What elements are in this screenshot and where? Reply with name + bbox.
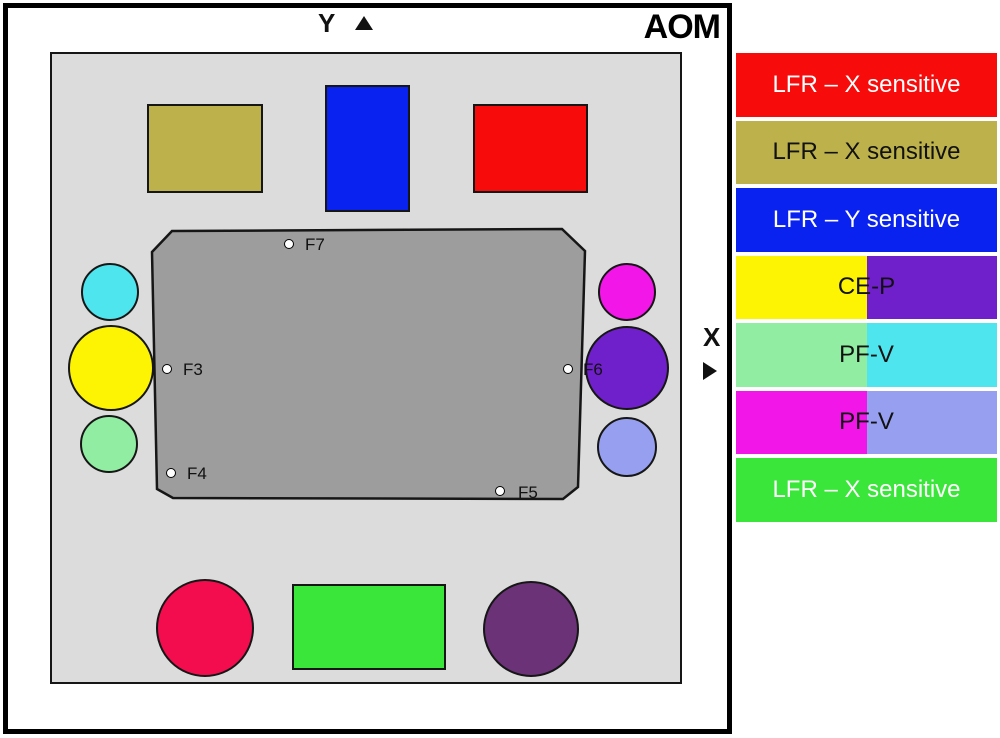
x-axis-label: X [703, 322, 721, 352]
fiducial-label-f6: F6 [583, 360, 603, 379]
legend-item-label: PF-V [839, 340, 894, 368]
legend: LFR – X sensitive LFR – X sensitive LFR … [736, 53, 997, 522]
center-plate [150, 227, 587, 501]
legend-item-lfr-y-blue: LFR – Y sensitive [736, 188, 997, 252]
legend-swatch-left [736, 255, 867, 319]
legend-swatch [736, 458, 997, 522]
legend-item-lfr-x-olive: LFR – X sensitive [736, 120, 997, 184]
legend-item-pf-v-bottom: PF-V [736, 390, 997, 454]
x-axis-right-arrow-icon [703, 362, 717, 380]
legend-swatch-left [736, 323, 867, 387]
y-axis-label: Y [318, 8, 336, 38]
legend-item-lfr-x-red: LFR – X sensitive [736, 53, 997, 117]
legend-item-pf-v-top: PF-V [736, 323, 997, 387]
module-bottom-center-rect [292, 584, 446, 670]
legend-item-lfr-x-green: LFR – X sensitive [736, 458, 997, 522]
fiducial-dot-f4 [166, 468, 176, 478]
fiducial-label-f3: F3 [183, 360, 203, 379]
legend-swatch [736, 188, 997, 252]
fiducial-dot-f7 [284, 239, 294, 249]
legend-item-label: LFR – X sensitive [772, 70, 961, 98]
x-axis-indicator: X [703, 324, 720, 380]
legend-swatch [736, 53, 997, 117]
legend-item-label: LFR – Y sensitive [772, 205, 961, 233]
module-top-right-rect [473, 104, 588, 193]
legend-item-label: CE-P [837, 273, 896, 301]
fiducial-dot-f6 [563, 364, 573, 374]
legend-item-label: LFR – X sensitive [772, 138, 961, 166]
fiducial-dot-f5 [495, 486, 505, 496]
legend-swatch-left [736, 390, 867, 454]
module-left-top-circle [81, 263, 139, 321]
fiducial-label-f4: F4 [187, 464, 207, 483]
legend-swatch [736, 120, 997, 184]
module-left-bottom-circle [80, 415, 138, 473]
module-top-left-rect [147, 104, 263, 193]
legend-swatch-right [866, 323, 997, 387]
module-right-middle-circle [585, 326, 669, 410]
module-left-middle-circle [68, 325, 154, 411]
y-axis-up-arrow-icon [355, 16, 374, 30]
module-right-bottom-circle [597, 417, 657, 477]
legend-item-ce-p: CE-P [736, 255, 997, 319]
center-plate-svg [150, 227, 587, 501]
module-bottom-right-circle [483, 581, 579, 677]
module-top-center-rect [325, 85, 410, 212]
legend-item-label: PF-V [839, 408, 894, 436]
fiducial-label-f5: F5 [518, 483, 538, 502]
fiducial-dot-f3 [162, 364, 172, 374]
y-axis-indicator: Y [318, 8, 374, 38]
figure-title: AOM [643, 8, 721, 46]
fiducial-label-f7: F7 [305, 235, 325, 254]
legend-swatch-right [866, 255, 997, 319]
legend-swatch-right [866, 390, 997, 454]
legend-item-label: LFR – X sensitive [772, 475, 961, 503]
module-right-top-circle [598, 263, 656, 321]
module-bottom-left-circle [156, 579, 254, 677]
